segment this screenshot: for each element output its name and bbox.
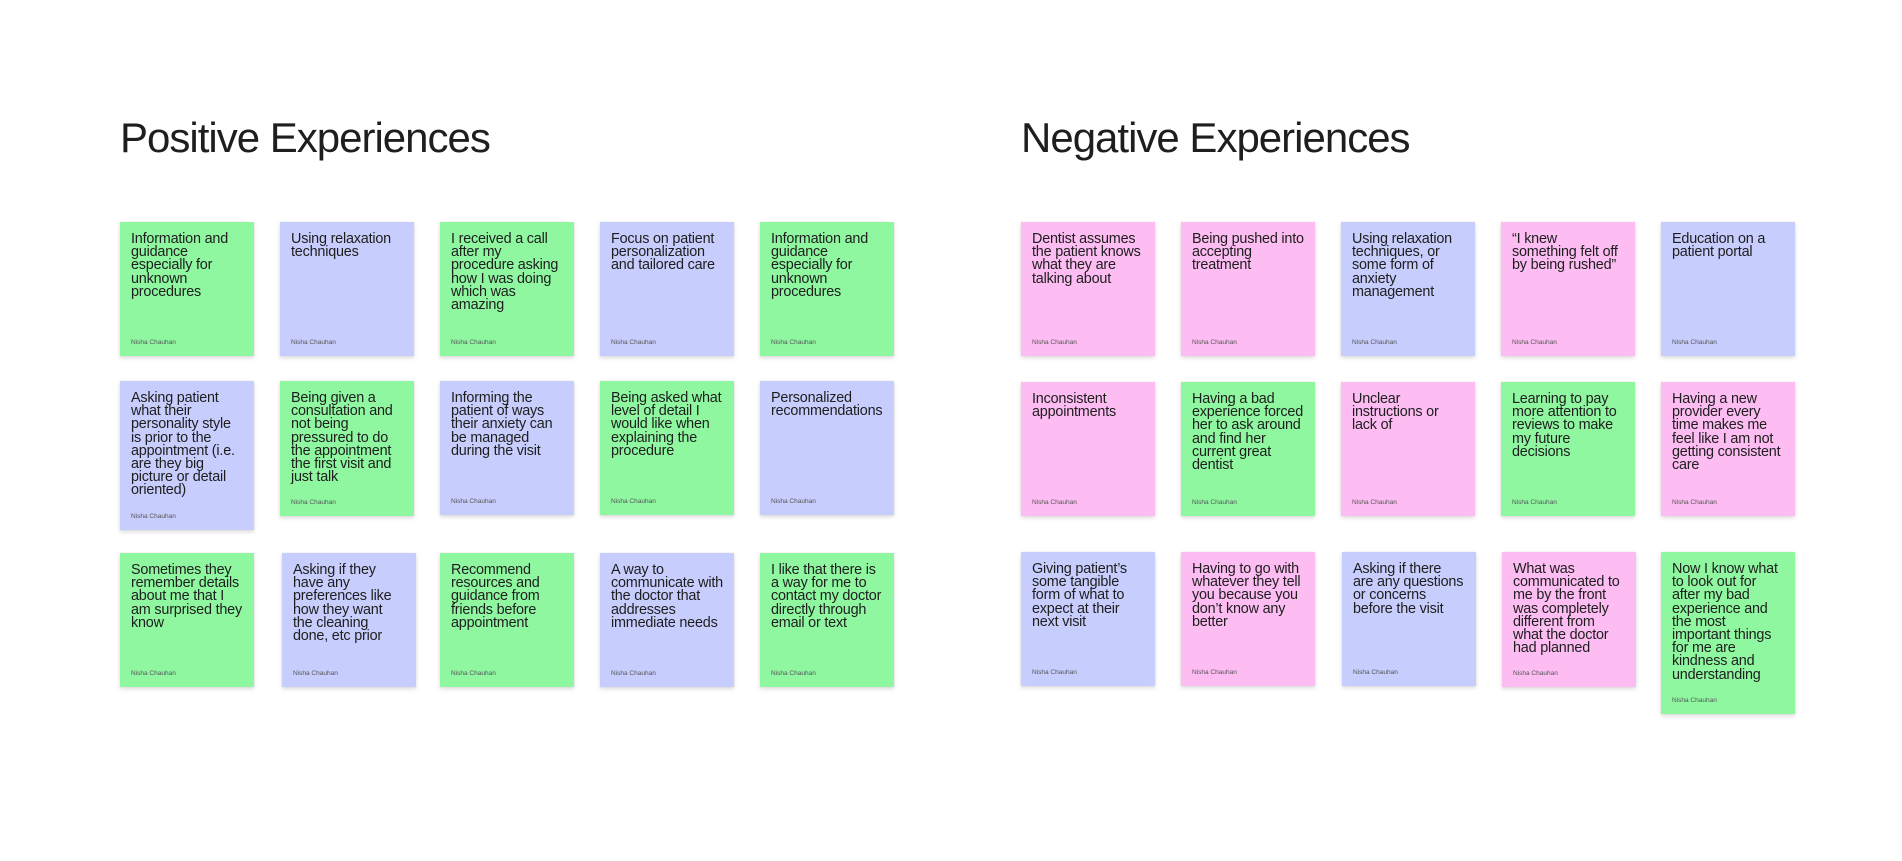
- note-text: Information and guidance especially for …: [771, 231, 868, 300]
- note-author: Nisha Chauhan: [1512, 339, 1557, 346]
- sticky-note[interactable]: Being asked what level of detail I would…: [600, 381, 734, 515]
- sticky-note[interactable]: I received a call after my procedure ask…: [440, 222, 574, 356]
- note-author: Nisha Chauhan: [1513, 670, 1558, 678]
- note-text: Recommend resources and guidance from fr…: [451, 562, 540, 631]
- note-author: Nisha Chauhan: [291, 499, 336, 507]
- sticky-note[interactable]: Asking if they have any preferences like…: [282, 553, 416, 687]
- note-author: Nisha Chauhan: [291, 339, 336, 346]
- note-author: Nisha Chauhan: [451, 670, 496, 677]
- sticky-note[interactable]: Focus on patient personalization and tai…: [600, 222, 734, 356]
- note-author: Nisha Chauhan: [1352, 499, 1397, 506]
- note-author: Nisha Chauhan: [771, 498, 816, 505]
- note-author: Nisha Chauhan: [771, 670, 816, 677]
- note-author: Nisha Chauhan: [131, 339, 176, 346]
- sticky-note[interactable]: Having to go with whatever they tell you…: [1181, 552, 1315, 686]
- note-author: Nisha Chauhan: [1353, 669, 1398, 676]
- note-author: Nisha Chauhan: [611, 670, 656, 677]
- note-author: Nisha Chauhan: [1672, 696, 1717, 704]
- note-author: Nisha Chauhan: [1672, 339, 1717, 346]
- sticky-note[interactable]: Giving patient’s some tangible form of w…: [1021, 552, 1155, 686]
- note-author: Nisha Chauhan: [131, 512, 176, 520]
- note-text: Having to go with whatever they tell you…: [1192, 561, 1301, 630]
- note-text: Asking if they have any preferences like…: [293, 562, 392, 645]
- note-author: Nisha Chauhan: [1512, 499, 1557, 506]
- note-text: Information and guidance especially for …: [131, 231, 228, 300]
- note-text: Learning to pay more attention to review…: [1512, 391, 1617, 460]
- sticky-note[interactable]: Information and guidance especially for …: [760, 222, 894, 356]
- note-text: Personalized recommendations: [771, 390, 883, 420]
- note-text: Education on a patient portal: [1672, 231, 1766, 261]
- positive-title: Positive Experiences: [120, 114, 491, 161]
- note-author: Nisha Chauhan: [1672, 499, 1717, 506]
- note-text: Unclear instructions or lack of: [1352, 391, 1439, 434]
- sticky-note[interactable]: Having a bad experience forced her to as…: [1181, 382, 1315, 516]
- note-author: Nisha Chauhan: [1352, 339, 1397, 346]
- sticky-note[interactable]: Dentist assumes the patient knows what t…: [1021, 222, 1155, 356]
- note-text: Informing the patient of ways their anxi…: [451, 390, 553, 459]
- note-text: Inconsistent appointments: [1032, 391, 1117, 421]
- note-text: Asking patient what their personality st…: [131, 390, 235, 499]
- negative-title: Negative Experiences: [1021, 114, 1411, 161]
- note-text: Sometimes they remember details about me…: [131, 562, 242, 631]
- sticky-note[interactable]: Having a new provider every time makes m…: [1661, 382, 1795, 516]
- sticky-note[interactable]: Sometimes they remember details about me…: [120, 553, 254, 687]
- note-text: Dentist assumes the patient knows what t…: [1032, 231, 1141, 287]
- note-text: Using relaxation techniques, or some for…: [1352, 231, 1452, 300]
- note-author: Nisha Chauhan: [1032, 339, 1077, 346]
- sticky-note[interactable]: I like that there is a way for me to con…: [760, 553, 894, 687]
- note-text: I received a call after my procedure ask…: [451, 231, 559, 314]
- note-author: Nisha Chauhan: [1032, 499, 1077, 506]
- sticky-note[interactable]: Being given a consultation and not being…: [280, 381, 414, 517]
- note-text: Having a bad experience forced her to as…: [1192, 391, 1303, 474]
- note-author: Nisha Chauhan: [131, 670, 176, 677]
- sticky-note[interactable]: Asking if there are any questions or con…: [1342, 552, 1476, 686]
- note-text: Using relaxation techniques: [291, 231, 391, 261]
- note-author: Nisha Chauhan: [1192, 669, 1237, 676]
- note-author: Nisha Chauhan: [1192, 339, 1237, 346]
- note-author: Nisha Chauhan: [451, 339, 496, 346]
- note-author: Nisha Chauhan: [451, 498, 496, 505]
- note-author: Nisha Chauhan: [611, 339, 656, 346]
- sticky-note[interactable]: Using relaxation techniques, or some for…: [1341, 222, 1475, 356]
- note-text: Giving patient’s some tangible form of w…: [1032, 561, 1127, 630]
- sticky-note[interactable]: Unclear instructions or lack of Nisha Cha…: [1341, 382, 1475, 516]
- sticky-note[interactable]: “I knew something felt off by being rush…: [1501, 222, 1635, 356]
- note-text: Having a new provider every time makes m…: [1672, 391, 1781, 474]
- sticky-note[interactable]: Information and guidance especially for …: [120, 222, 254, 356]
- note-text: Being asked what level of detail I would…: [611, 390, 722, 459]
- note-author: Nisha Chauhan: [1032, 669, 1077, 676]
- sticky-note[interactable]: A way to communicate with the doctor tha…: [600, 553, 734, 687]
- note-text: I like that there is a way for me to con…: [771, 562, 882, 631]
- sticky-note[interactable]: What was communicated to me by the front…: [1502, 552, 1636, 688]
- sticky-note[interactable]: Asking patient what their personality st…: [120, 381, 254, 530]
- note-text: Asking if there are any questions or con…: [1353, 561, 1464, 617]
- note-text: What was communicated to me by the front…: [1513, 561, 1620, 657]
- note-text: Focus on patient personalization and tai…: [611, 231, 715, 274]
- note-author: Nisha Chauhan: [771, 339, 816, 346]
- note-text: Now I know what to look out for after my…: [1672, 561, 1778, 683]
- sticky-note[interactable]: Learning to pay more attention to review…: [1501, 382, 1635, 516]
- note-author: Nisha Chauhan: [611, 498, 656, 505]
- sticky-note[interactable]: Informing the patient of ways their anxi…: [440, 381, 574, 515]
- sticky-note[interactable]: Now I know what to look out for after my…: [1661, 552, 1795, 714]
- note-text: “I knew something felt off by being rush…: [1512, 231, 1618, 274]
- sticky-note[interactable]: Recommend resources and guidance from fr…: [440, 553, 574, 687]
- note-text: Being given a consultation and not being…: [291, 390, 393, 486]
- note-text: Being pushed into accepting treatment: [1192, 231, 1304, 274]
- note-author: Nisha Chauhan: [1192, 499, 1237, 506]
- note-author: Nisha Chauhan: [293, 670, 338, 677]
- note-text: A way to communicate with the doctor tha…: [611, 562, 723, 631]
